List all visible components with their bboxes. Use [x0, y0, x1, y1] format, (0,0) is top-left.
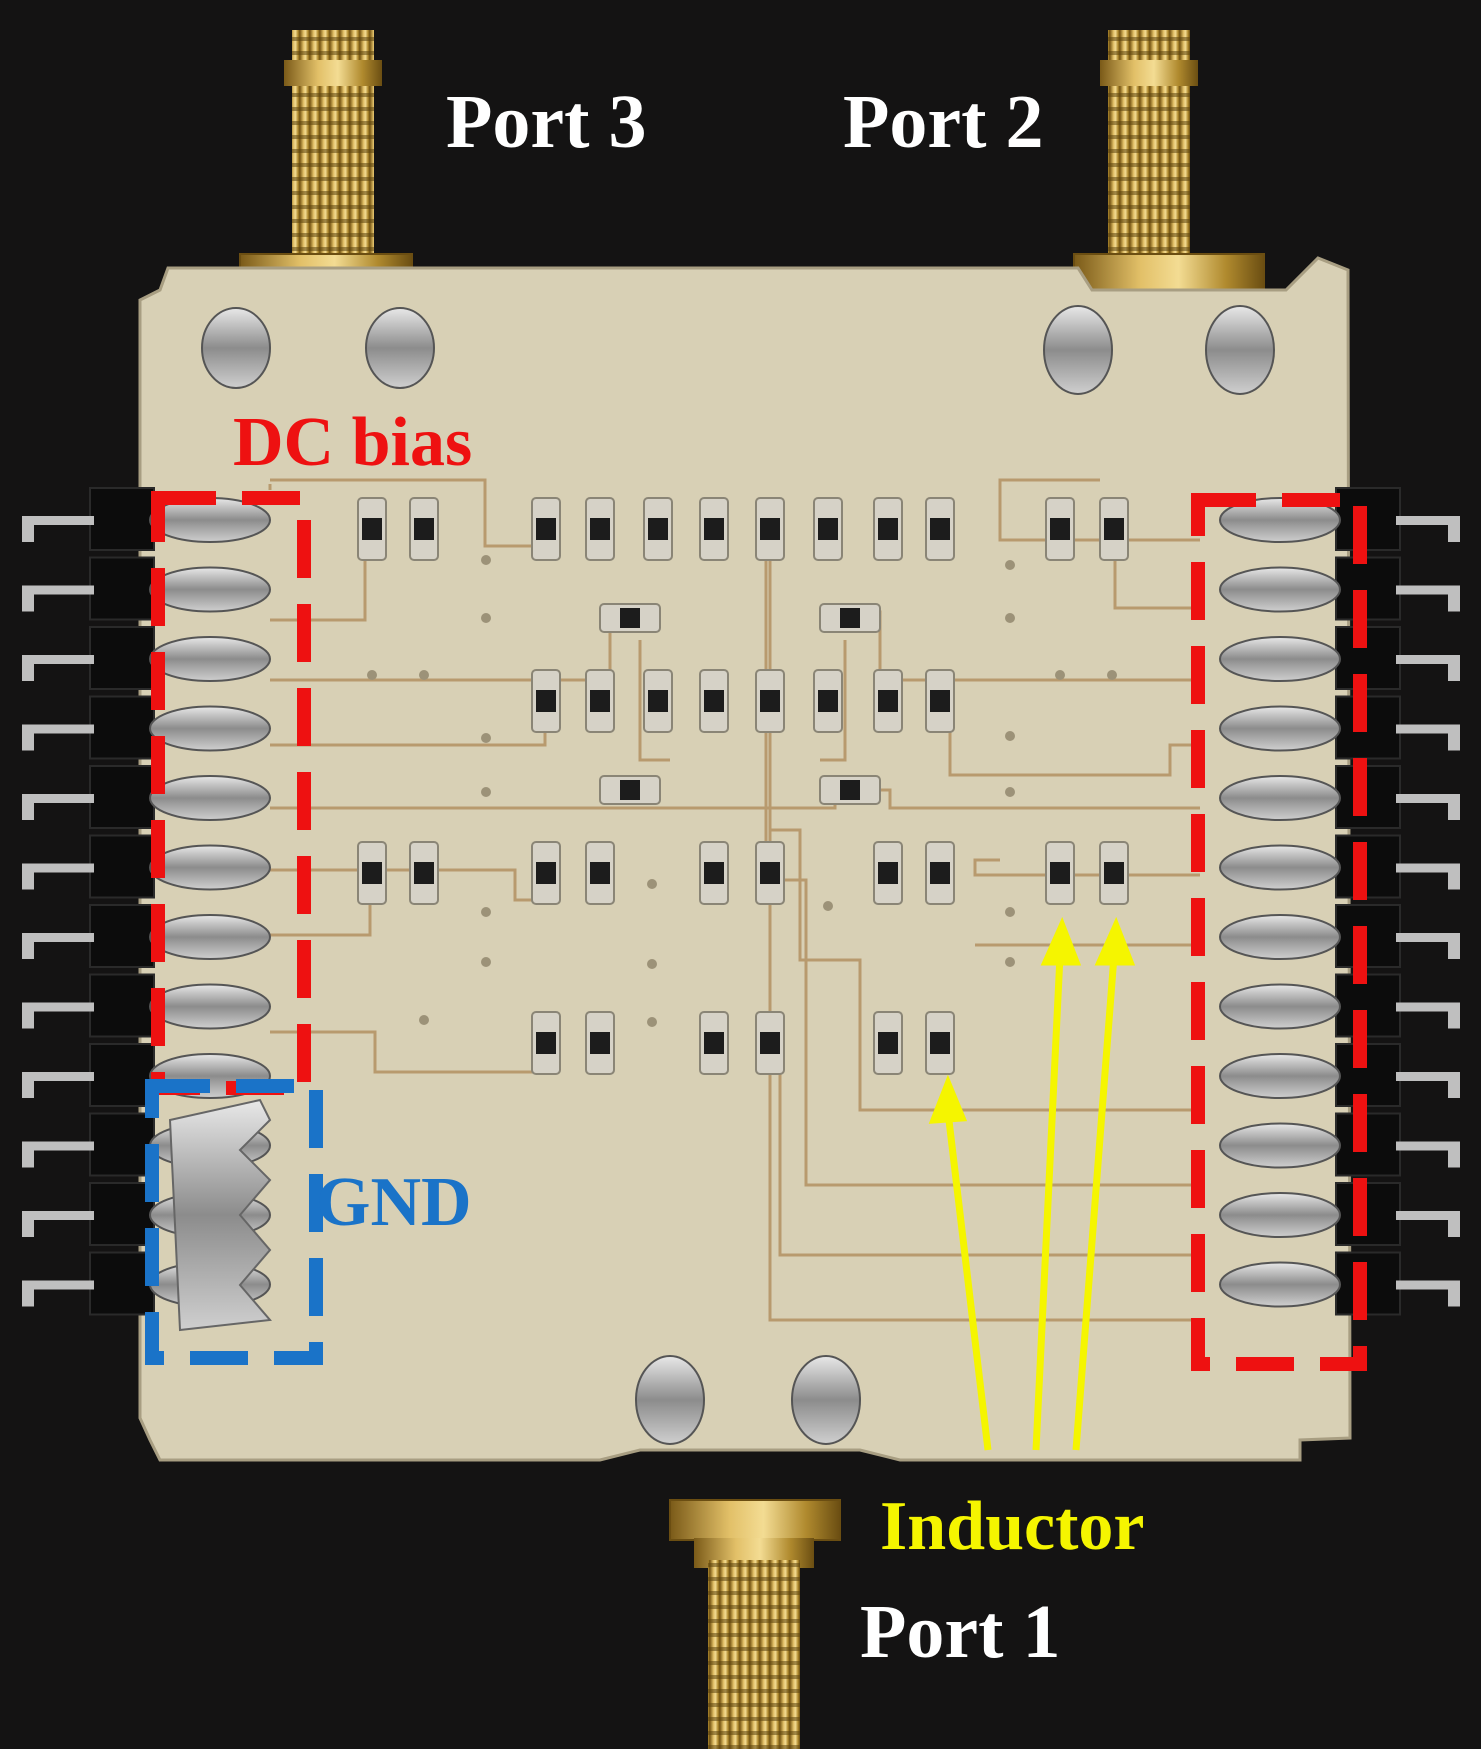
port1-label: Port 1: [860, 1590, 1061, 1674]
pcb-vias: [367, 555, 1117, 1027]
sma-connector-port3: [239, 30, 413, 295]
smd-component: [813, 497, 843, 561]
smd-component: [925, 669, 955, 733]
header-pin: [22, 556, 271, 621]
smd-component: [873, 669, 903, 733]
inductor-label: Inductor: [880, 1488, 1145, 1565]
gnd-box: [145, 1079, 323, 1365]
smd-component: [643, 497, 673, 561]
header-pin: [22, 626, 271, 690]
inductor-arrow-1: [944, 1111, 992, 1451]
smd-component: [755, 1011, 785, 1075]
header-pin: [1219, 765, 1460, 829]
smd-component: [819, 775, 881, 805]
smd-component: [531, 841, 561, 905]
header-pin: [22, 765, 271, 829]
smd-component: [585, 1011, 615, 1075]
port-solder-joints: [201, 305, 1275, 1445]
gnd-label: GND: [316, 1164, 472, 1241]
header-pin: [22, 487, 271, 551]
header-pin: [22, 904, 271, 968]
smd-component: [1045, 497, 1075, 561]
header-pin: [1219, 556, 1460, 621]
right-pin-header: [1219, 487, 1460, 1316]
smd-component: [699, 669, 729, 733]
smd-component: [755, 497, 785, 561]
smd-component: [755, 841, 785, 905]
inductor-arrow-3: [1072, 955, 1118, 1451]
smd-component: [599, 603, 661, 633]
header-pin: [22, 834, 271, 899]
smd-component: [1099, 497, 1129, 561]
dc-bias-box-right: [1191, 493, 1367, 1371]
port2-label: Port 2: [843, 80, 1044, 164]
smd-component: [643, 669, 673, 733]
header-pin: [1219, 1182, 1460, 1246]
smd-component: [409, 497, 439, 561]
port3-label: Port 3: [446, 80, 647, 164]
smd-component: [873, 1011, 903, 1075]
smd-component: [357, 841, 387, 905]
smd-component: [1045, 841, 1075, 905]
header-pin: [22, 973, 271, 1038]
header-pin: [1219, 626, 1460, 690]
smd-component: [531, 1011, 561, 1075]
sma-connector-port1: [669, 1499, 841, 1749]
smd-component: [699, 497, 729, 561]
header-pin: [1219, 1251, 1460, 1316]
smd-component: [755, 669, 785, 733]
header-pin: [1219, 973, 1460, 1038]
smd-component: [813, 669, 843, 733]
smd-component: [1099, 841, 1129, 905]
dc-bias-box-left: [151, 491, 311, 1095]
smd-component: [585, 841, 615, 905]
inductor-arrows: [928, 916, 1136, 1451]
smd-component: [925, 841, 955, 905]
smd-component: [873, 841, 903, 905]
header-pin: [1219, 904, 1460, 968]
header-pin: [1219, 1043, 1460, 1107]
smd-component: [925, 497, 955, 561]
header-pin: [1219, 834, 1460, 899]
smd-component: [585, 669, 615, 733]
header-pin: [1219, 1112, 1460, 1177]
smd-components: [357, 497, 1129, 1075]
header-pin: [1219, 487, 1460, 551]
smd-component: [409, 841, 439, 905]
smd-component: [925, 1011, 955, 1075]
smd-component: [819, 603, 881, 633]
smd-component: [699, 1011, 729, 1075]
header-pin: [1219, 695, 1460, 760]
header-pin: [22, 695, 271, 760]
smd-component: [531, 669, 561, 733]
dc-bias-label: DC bias: [233, 404, 473, 481]
smd-component: [699, 841, 729, 905]
smd-component: [873, 497, 903, 561]
smd-component: [357, 497, 387, 561]
smd-component: [531, 497, 561, 561]
smd-component: [599, 775, 661, 805]
gnd-solder-bridge: [168, 1098, 272, 1332]
sma-connector-port2: [1073, 30, 1265, 295]
inductor-arrow-2: [1032, 955, 1064, 1451]
smd-component: [585, 497, 615, 561]
